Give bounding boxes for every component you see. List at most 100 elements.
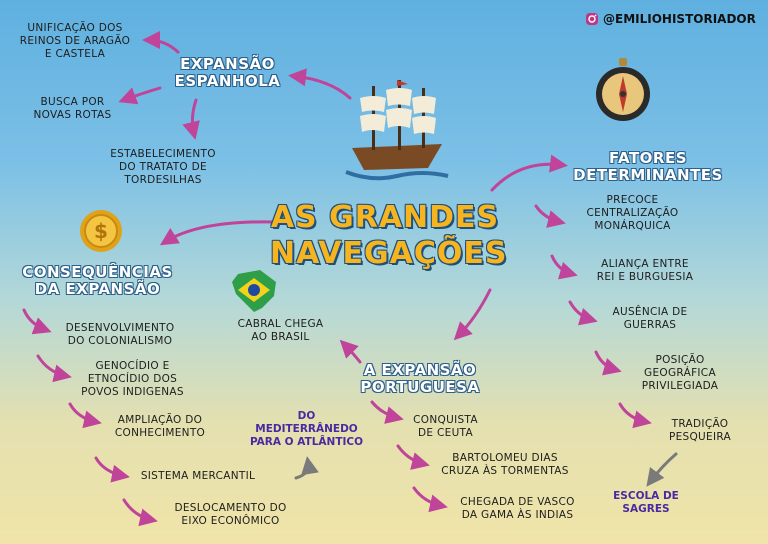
heading-espanhola-line2: ESPANHOLA [174, 72, 281, 90]
heading-consequencias-line1: CONSEQUÊNCIAS [22, 263, 173, 281]
portuguesa-item-line: DE CEUTA [418, 427, 473, 439]
gold-coin-icon: $ [80, 210, 122, 252]
espanhola-item-line: TORDESILHAS [124, 174, 202, 186]
svg-text:$: $ [94, 219, 108, 243]
heading-consequencias: CONSEQUÊNCIAS DA EXPANSÃO [10, 264, 185, 298]
arrow-espanhola-item1 [142, 31, 180, 54]
main-title-line2: NAVEGAÇÕES [270, 236, 508, 271]
fatores-item-line: PRIVILEGIADA [641, 380, 719, 392]
portuguesa-item-line: CONQUISTA [413, 414, 478, 426]
escola-line: SAGRES [622, 503, 670, 515]
mediterraneo-atlantico: DO MEDITERRÂNEDO PARA O ATLÂNTICO [244, 410, 369, 449]
espanhola-item-line: DO TRATATO DE [119, 161, 207, 173]
arrow-consequencias-item2 [36, 354, 72, 383]
arrow-title-consequencias [159, 220, 278, 246]
heading-fatores-line2: DETERMINANTES [573, 166, 723, 184]
consequencias-item-line: POVOS INDIGENAS [81, 386, 184, 398]
fatores-item-line: POSIÇÃO [655, 354, 705, 366]
espanhola-item-busca: BUSCA POR NOVAS ROTAS [20, 96, 125, 122]
fatores-item-line: TRADIÇÃO [671, 418, 729, 430]
portuguesa-item-line: DA GAMA ÀS INDIAS [461, 509, 574, 521]
heading-portuguesa-line1: A EXPANSÃO [363, 361, 477, 379]
heading-consequencias-line2: DA EXPANSÃO [34, 280, 161, 298]
heading-fatores-determinantes: FATORES DETERMINANTES [568, 150, 728, 184]
arrow-portuguesa-cabral [339, 339, 362, 364]
arrow-espanhola-item2 [118, 86, 162, 105]
fatores-item-line: PRECOCE [606, 194, 659, 206]
arrow-consequencias-item1 [22, 308, 52, 335]
espanhola-item-line: REINOS DE ARAGÃO [19, 35, 131, 47]
arrow-portuguesa-item2 [396, 444, 430, 470]
espanhola-item-line: E CASTELA [44, 48, 106, 60]
portuguesa-item-line: CRUZA ÀS TORMENTAS [441, 465, 569, 477]
fatores-item-tradicao-pesqueira: TRADIÇÃO PESQUEIRA [645, 418, 755, 444]
arrow-tradicao-escola [646, 452, 678, 487]
portuguesa-item-vasco-da-gama: CHEGADA DE VASCO DA GAMA ÀS INDIAS [440, 496, 595, 522]
fatores-item-centralizacao: PRECOCE CENTRALIZAÇÃO MONÁRQUICA [565, 194, 700, 233]
fatores-item-line: CENTRALIZAÇÃO [586, 207, 679, 219]
portuguesa-item-ceuta: CONQUISTA DE CEUTA [398, 414, 493, 440]
arrow-portuguesa-item1 [370, 400, 404, 424]
consequencias-item-conhecimento: AMPLIAÇÃO DO CONHECIMENTO [95, 414, 225, 440]
consequencias-item-line: DESENVOLVIMENTO [65, 322, 175, 334]
consequencias-item-genocidio: GENOCÍDIO E ETNOCÍDIO DOS POVOS INDIGENA… [65, 360, 200, 399]
cabral-line: AO BRASIL [251, 331, 310, 343]
arrow-consequencias-item5 [122, 498, 158, 527]
consequencias-item-line: DO COLONIALISMO [67, 335, 173, 347]
consequencias-item-sistema-mercantil: SISTEMA MERCANTIL [128, 470, 268, 483]
arrow-fatores-item5 [618, 402, 652, 429]
instagram-icon [586, 13, 598, 25]
fatores-item-line: PESQUEIRA [668, 431, 732, 443]
fatores-item-line: ALIANÇA ENTRE [601, 258, 689, 270]
mediterraneo-line: MEDITERRÂNEDO [255, 423, 358, 435]
arrow-fatores-item4 [594, 350, 622, 376]
main-title: AS GRANDES NAVEGAÇÕES [270, 200, 508, 272]
main-title-line1: AS GRANDES [270, 200, 500, 235]
heading-portuguesa-line2: PORTUGUESA [360, 378, 480, 396]
fatores-item-alianca: ALIANÇA ENTRE REI E BURGUESIA [570, 258, 720, 284]
arrow-fatores-item1 [534, 204, 566, 228]
arrow-portuguesa-item3 [412, 486, 448, 513]
consequencias-item-line: GENOCÍDIO E [95, 360, 170, 372]
espanhola-item-line: ESTABELECIMENTO [110, 148, 216, 160]
heading-fatores-line1: FATORES [608, 149, 688, 167]
arrow-title-portuguesa [453, 288, 492, 341]
cabral-line: CABRAL CHEGA [237, 318, 324, 330]
consequencias-item-line: EIXO ECONÔMICO [181, 515, 280, 527]
arrow-espanhola-item3 [182, 98, 200, 140]
portuguesa-cabral: CABRAL CHEGA AO BRASIL [218, 318, 343, 344]
portuguesa-item-bartolomeu: BARTOLOMEU DIAS CRUZA ÀS TORMENTAS [425, 452, 585, 478]
ship-icon [345, 80, 449, 181]
fatores-item-line: GEOGRÁFICA [644, 367, 716, 379]
consequencias-item-line: SISTEMA MERCANTIL [140, 470, 256, 482]
consequencias-item-line: CONHECIMENTO [114, 427, 206, 439]
heading-espanhola-line1: EXPANSÃO [180, 55, 275, 73]
consequencias-item-line: DESLOCAMENTO DO [174, 502, 287, 514]
brazil-map-icon [232, 270, 276, 312]
espanhola-item-line: NOVAS ROTAS [33, 109, 112, 121]
escola-line: ESCOLA DE [613, 490, 679, 502]
fatores-item-line: GUERRAS [623, 319, 677, 331]
fatores-item-ausencia-guerras: AUSÊNCIA DE GUERRAS [595, 306, 705, 332]
arrow-sistema-mediterraneo [294, 456, 319, 480]
brand-handle[interactable]: @EMILIOHISTORIADOR [603, 12, 756, 26]
arrow-consequencias-item3 [68, 402, 102, 429]
mediterraneo-line: DO [297, 410, 316, 422]
heading-expansao-portuguesa: A EXPANSÃO PORTUGUESA [345, 362, 495, 396]
consequencias-item-line: AMPLIAÇÃO DO [117, 414, 203, 426]
espanhola-item-unificacao: UNIFICAÇÃO DOS REINOS DE ARAGÃO E CASTEL… [10, 22, 140, 61]
mediterraneo-line: PARA O ATLÂNTICO [249, 436, 364, 448]
portuguesa-item-line: CHEGADA DE VASCO [460, 496, 575, 508]
consequencias-item-colonialismo: DESENVOLVIMENTO DO COLONIALISMO [45, 322, 195, 348]
fatores-item-line: AUSÊNCIA DE [612, 306, 688, 318]
espanhola-item-line: BUSCA POR [40, 96, 105, 108]
arrow-fatores-item2 [550, 254, 578, 280]
arrow-fatores-item3 [568, 300, 598, 326]
fatores-item-line: REI E BURGUESIA [596, 271, 694, 283]
arrow-consequencias-item4 [94, 456, 130, 483]
compass-icon [596, 58, 650, 121]
fatores-item-posicao-geografica: POSIÇÃO GEOGRÁFICA PRIVILEGIADA [620, 354, 740, 393]
consequencias-item-line: ETNOCÍDIO DOS [87, 373, 178, 385]
